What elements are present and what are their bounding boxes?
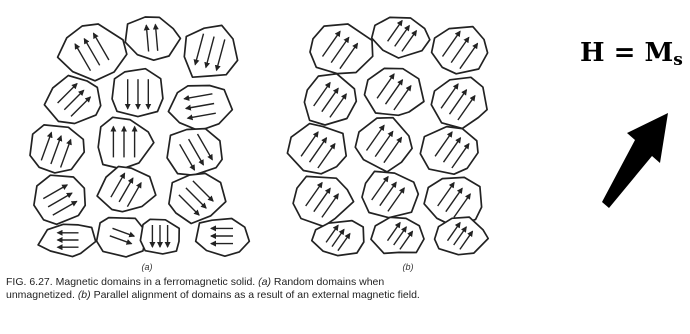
random-domain xyxy=(98,117,154,169)
panel-a-random-domains xyxy=(30,17,249,257)
aligned-domain xyxy=(420,127,478,175)
caption-fig-number: FIG. 6.27. xyxy=(6,276,53,288)
aligned-domain xyxy=(287,124,346,174)
aligned-domain xyxy=(362,171,418,217)
equation: H = Ms xyxy=(580,38,683,70)
random-domain xyxy=(184,25,237,77)
aligned-domain xyxy=(293,176,354,226)
random-domain xyxy=(168,86,232,131)
caption-line1: Magnetic domains in a ferromagnetic soli… xyxy=(56,276,256,288)
thick-arrow-icon xyxy=(602,113,668,208)
equation-operator: = xyxy=(614,38,636,68)
panel-b-label: (b) xyxy=(403,262,414,272)
aligned-domain xyxy=(431,77,487,128)
random-domain xyxy=(196,219,250,257)
panel-a-label: (a) xyxy=(142,262,153,272)
caption-part-b-text: Parallel alignment of domains as a resul… xyxy=(94,289,420,301)
equation-subscript: s xyxy=(673,50,683,70)
equation-lhs: H xyxy=(580,38,605,68)
aligned-domain xyxy=(371,217,424,253)
equation-symbol: M xyxy=(645,38,674,68)
panel-b-aligned-domains xyxy=(287,17,488,255)
caption-part-a-tag: (a) xyxy=(258,276,271,288)
figure-caption: FIG. 6.27. Magnetic domains in a ferroma… xyxy=(6,276,436,302)
random-domain xyxy=(167,129,222,176)
random-domain xyxy=(125,17,180,60)
caption-part-b-tag: (b) xyxy=(78,289,91,301)
aligned-domain xyxy=(435,217,489,255)
random-domain xyxy=(44,76,100,124)
random-domain xyxy=(97,218,147,257)
